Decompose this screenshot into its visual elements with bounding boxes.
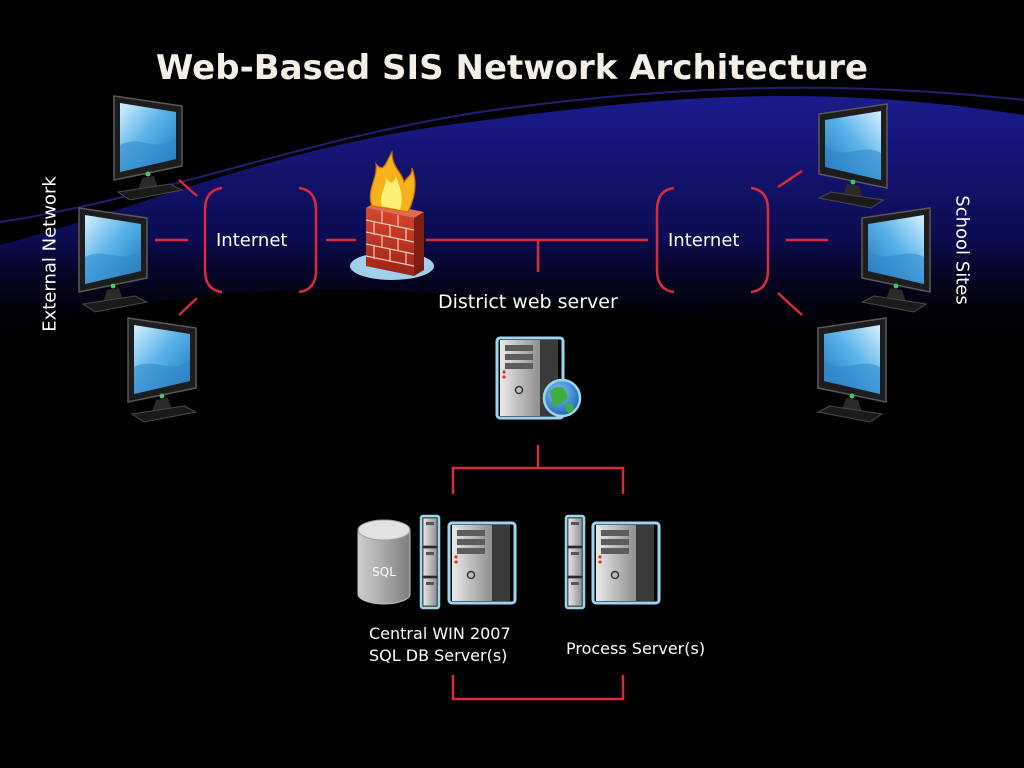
link-left-bottom: [178, 297, 198, 316]
external-network-label: External Network: [39, 176, 61, 332]
slide-title: Web-Based SIS Network Architecture: [155, 48, 869, 88]
link-backend-bracket: [451, 466, 625, 494]
process-server-label: Process Server(s): [566, 639, 706, 658]
db-server-label: Central WIN 2007 SQL DB Server(s): [369, 623, 511, 667]
sql-cylinder-label: SQL: [372, 565, 396, 579]
link-right-top: [777, 169, 803, 189]
link-bottom-bracket: [451, 675, 625, 701]
district-web-server-label: District web server: [438, 291, 618, 313]
background-wave: [0, 96, 1024, 356]
internet-right-bracket-open: [655, 186, 675, 294]
connectors: [155, 169, 828, 701]
db-server-label-line1: Central WIN 2007: [369, 624, 511, 643]
link-left-top: [178, 179, 198, 197]
sql-database-icon: [357, 519, 411, 605]
db-server-label-line2: SQL DB Server(s): [369, 646, 508, 665]
firewall-icon: [350, 149, 434, 280]
school-sites-label: School Sites: [951, 195, 973, 305]
internet-left-bracket-close: [298, 186, 318, 294]
monitor-icon: [817, 317, 887, 423]
monitor-icon: [127, 317, 197, 423]
server-tower-icon: [447, 521, 517, 605]
internet-left-label: Internet: [216, 230, 288, 251]
link-right-bottom: [777, 292, 803, 316]
server-slots-icon: [564, 514, 586, 610]
internet-right-label: Internet: [668, 230, 740, 251]
monitor-icon: [113, 95, 183, 201]
server-slots-icon: [419, 514, 441, 610]
internet-left-bracket-open: [203, 186, 223, 294]
server-tower-icon: [591, 521, 661, 605]
web-server-globe-icon: [495, 336, 582, 420]
internet-right-bracket-close: [750, 186, 770, 294]
